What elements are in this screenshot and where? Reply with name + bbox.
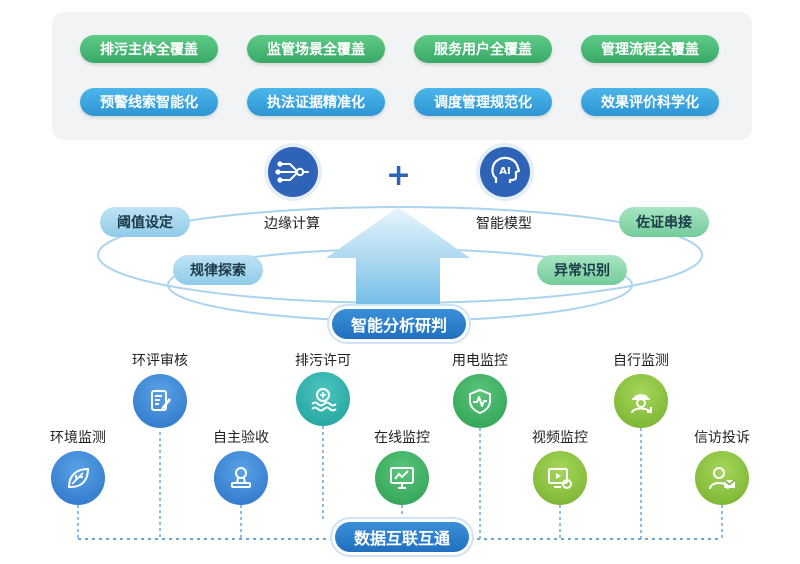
self-monitoring-icon — [614, 374, 668, 428]
eia-review-icon — [133, 374, 187, 428]
petition-complaint-icon — [695, 451, 749, 505]
label-self-monitoring: 自行监测 — [613, 353, 669, 369]
label-power-monitoring: 用电监控 — [452, 353, 508, 369]
pill-user-coverage: 服务用户全覆盖 — [414, 35, 552, 63]
label-online-monitoring: 在线监控 — [374, 430, 430, 446]
edge-computing-icon — [268, 147, 318, 197]
data-interconnection-banner: 数据互联互通 — [335, 522, 469, 552]
label-eia-review: 环评审核 — [132, 353, 188, 369]
discharge-permit-icon — [296, 372, 350, 426]
tag-pattern-exploration: 规律探索 — [173, 255, 263, 285]
pill-evaluation-scientific: 效果评价科学化 — [581, 88, 719, 116]
pill-pollutant-coverage: 排污主体全覆盖 — [80, 35, 218, 63]
video-monitoring-icon — [533, 451, 587, 505]
ai-head-icon: AI — [480, 147, 530, 197]
up-arrow-shape — [326, 207, 470, 322]
tag-evidence-linking: 佐证串接 — [619, 207, 709, 237]
self-acceptance-icon — [214, 451, 268, 505]
edge-computing-label: 边缘计算 — [264, 216, 320, 232]
tag-threshold-setting: 阈值设定 — [100, 207, 190, 237]
plus-sign: + — [386, 158, 412, 193]
goals-panel: 排污主体全覆盖 监管场景全覆盖 服务用户全覆盖 管理流程全覆盖 预警线索智能化 … — [52, 12, 752, 140]
label-environment-monitoring: 环境监测 — [50, 430, 106, 446]
ai-icon-text: AI — [499, 166, 510, 177]
pill-evidence-precise: 执法证据精准化 — [247, 88, 385, 116]
label-discharge-permit: 排污许可 — [295, 353, 351, 369]
environment-monitoring-icon — [51, 451, 105, 505]
label-self-acceptance: 自主验收 — [213, 430, 269, 446]
item-connectors — [77, 426, 723, 539]
label-petition-complaint: 信访投诉 — [694, 430, 750, 446]
ai-model-label: 智能模型 — [476, 216, 532, 232]
pill-dispatch-standard: 调度管理规范化 — [414, 88, 552, 116]
online-monitoring-icon — [375, 451, 429, 505]
power-monitoring-icon — [453, 374, 507, 428]
pill-scenario-coverage: 监管场景全覆盖 — [247, 35, 385, 63]
pill-process-coverage: 管理流程全覆盖 — [581, 35, 719, 63]
label-video-monitoring: 视频监控 — [532, 430, 588, 446]
intelligent-analysis-banner: 智能分析研判 — [332, 309, 466, 339]
pill-warning-intelligent: 预警线索智能化 — [80, 88, 218, 116]
tag-anomaly-detection: 异常识别 — [537, 255, 627, 285]
